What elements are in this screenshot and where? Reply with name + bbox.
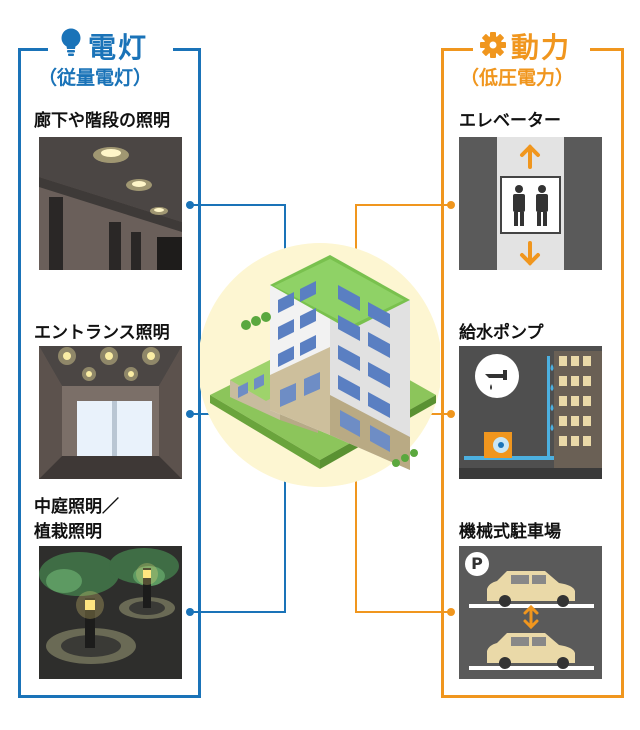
label-corridor-lighting: 廊下や階段の照明 (34, 111, 170, 131)
lightbulb-icon (60, 28, 82, 58)
mechanical-parking-image: P (459, 546, 602, 679)
building-illustration (200, 243, 440, 487)
left-title: 電灯 (88, 31, 149, 64)
right-subtitle: （低圧電力） (460, 67, 575, 89)
entrance-lighting-image (39, 346, 182, 479)
water-pump-image (459, 346, 602, 479)
left-subtitle: （従量電灯） (38, 67, 153, 89)
label-entrance-lighting: エントランス照明 (34, 323, 170, 343)
elevator-image (459, 137, 602, 270)
corridor-lighting-image (39, 137, 182, 270)
power-frame (441, 48, 624, 698)
parking-badge-icon: P (465, 552, 489, 576)
gear-icon (480, 32, 506, 58)
label-water-pump: 給水ポンプ (459, 323, 544, 343)
frame-cap-left (18, 48, 48, 51)
label-planting-lighting: 植栽照明 (34, 522, 102, 542)
frame-cap-left-orange (441, 48, 473, 51)
label-courtyard-lighting: 中庭照明／ (34, 497, 119, 517)
frame-cap-right-orange (590, 48, 624, 51)
right-title: 動力 (511, 31, 572, 64)
label-mechanical-parking: 機械式駐車場 (459, 522, 561, 542)
label-elevator: エレベーター (459, 111, 561, 131)
frame-cap-right (173, 48, 201, 51)
courtyard-lighting-image (39, 546, 182, 679)
